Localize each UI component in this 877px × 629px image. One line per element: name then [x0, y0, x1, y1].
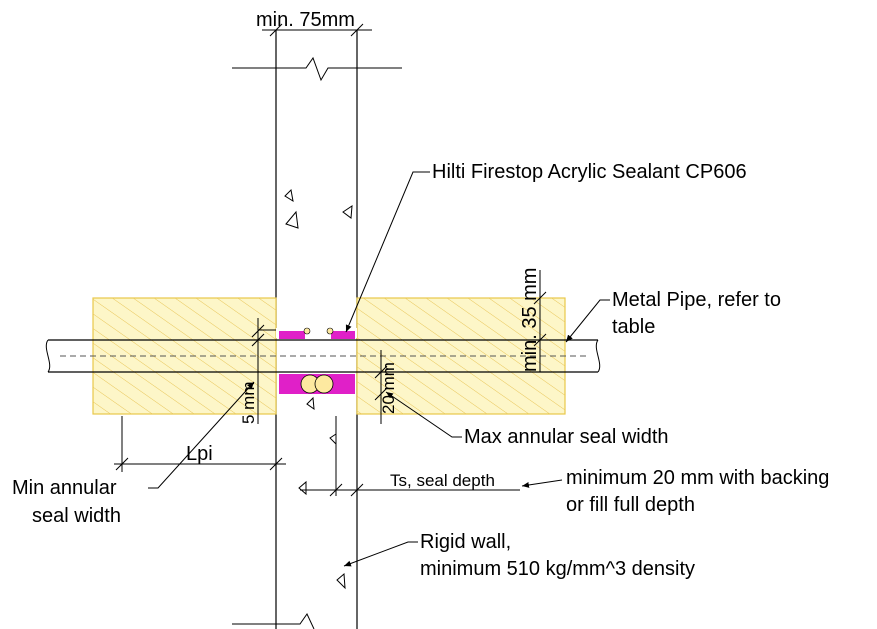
wall-thickness-label: min. 75mm	[256, 9, 355, 31]
rigid-wall-label-line1: Rigid wall,	[420, 531, 511, 553]
sealant-label: Hilti Firestop Acrylic Sealant CP606	[432, 161, 747, 183]
firestop-sealant	[279, 327, 355, 394]
metal-pipe	[45, 339, 601, 373]
seal-depth-note-line1: minimum 20 mm with backing	[566, 467, 829, 489]
seal-width-5mm-label: 5 mm	[239, 382, 258, 425]
seal-width-5mm-dimension: 5 mm	[239, 318, 276, 424]
sleeve-gap-top	[276, 328, 357, 338]
insulation-thickness-dimension: min. 35 mm	[519, 268, 547, 372]
rigid-wall-label-line2: minimum 510 kg/mm^3 density	[420, 558, 695, 580]
max-annular-label: Max annular seal width	[464, 426, 669, 448]
pipe-callout: Metal Pipe, refer to table	[565, 289, 781, 343]
seal-width-20mm-dimension: 20 mm	[374, 350, 398, 424]
seal-depth-note: minimum 20 mm with backing or fill full …	[521, 467, 829, 516]
sealant-callout: Hilti Firestop Acrylic Sealant CP606	[345, 161, 747, 333]
wall-thickness-dimension: min. 75mm	[256, 9, 372, 37]
insulation-thickness-label: min. 35 mm	[519, 268, 541, 372]
min-annular-label-line2: seal width	[32, 505, 121, 527]
max-annular-callout: Max annular seal width	[385, 391, 669, 448]
rigid-wall-callout: Rigid wall, minimum 510 kg/mm^3 density	[343, 531, 695, 580]
min-annular-callout: Min annular seal width	[12, 381, 255, 527]
seal-width-20mm-label: 20 mm	[379, 362, 398, 414]
lpi-label: Lpi	[186, 443, 213, 465]
seal-depth-label: Ts, seal depth	[390, 471, 495, 490]
min-annular-label-line1: Min annular	[12, 477, 117, 499]
lpi-dimension: Lpi	[114, 416, 286, 472]
pipe-label-line2: table	[612, 316, 655, 338]
seal-depth-dimension: Ts, seal depth	[300, 416, 520, 497]
seal-depth-note-line2: or fill full depth	[566, 494, 695, 516]
backing-rod	[314, 374, 334, 394]
pipe-label-line1: Metal Pipe, refer to	[612, 289, 781, 311]
